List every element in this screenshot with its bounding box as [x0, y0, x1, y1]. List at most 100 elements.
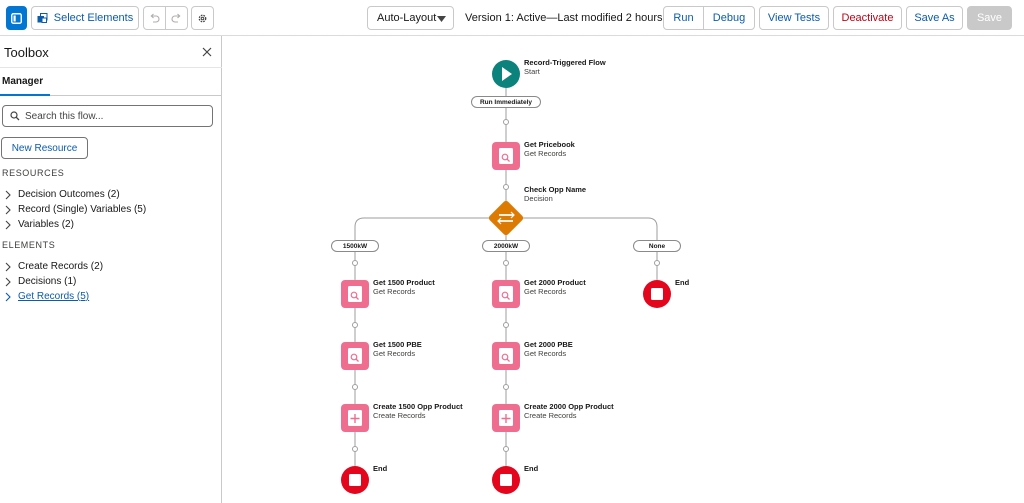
end-node-col3[interactable] — [643, 280, 671, 308]
run-immediately-pill[interactable]: Run Immediately — [471, 96, 541, 108]
node-subtitle: Get Records — [524, 287, 567, 296]
deactivate-button[interactable]: Deactivate — [833, 6, 902, 30]
toolbar: Select Elements Auto-Layout Version 1: A… — [0, 0, 1024, 36]
chevron-right-icon — [5, 190, 11, 199]
tree-item-label: Create Records (2) — [18, 261, 104, 272]
elements-heading: ELEMENTS — [2, 240, 56, 250]
toggle-toolbox-button[interactable] — [6, 6, 27, 30]
tree-item-label: Variables (2) — [18, 219, 74, 230]
save-as-label: Save As — [914, 12, 955, 24]
node-subtitle: Create Records — [373, 411, 426, 420]
node-subtitle: Decision — [524, 194, 553, 203]
version-status-text: Version 1: Active—Last modified 2 hours … — [465, 12, 684, 24]
create-2000-opp-product-node[interactable] — [492, 404, 520, 432]
get-1500-pbe-node[interactable] — [341, 342, 369, 370]
node-title: End — [373, 464, 388, 473]
redo-button[interactable] — [165, 6, 188, 30]
node-subtitle: Get Records — [373, 287, 416, 296]
node-subtitle: Create Records — [524, 411, 577, 420]
start-node[interactable] — [492, 60, 520, 88]
decision-label: Check Opp Name Decision — [524, 185, 586, 203]
end-col3-label: End — [675, 278, 689, 287]
get-pricebook-label: Get Pricebook Get Records — [524, 140, 575, 158]
tree-item-label: Decision Outcomes (2) — [18, 189, 120, 200]
end-col1-label: End — [373, 464, 387, 473]
select-elements-icon — [37, 12, 48, 23]
undo-icon — [150, 13, 160, 23]
node-subtitle: Get Records — [373, 349, 416, 358]
node-subtitle: Get Records — [524, 349, 567, 358]
node-subtitle: Start — [524, 67, 540, 76]
end-col2-label: End — [524, 464, 538, 473]
flow-canvas[interactable]: Run Immediately 1500kW 2000kW None Recor… — [223, 36, 1024, 503]
node-title: Get 2000 PBE — [524, 340, 573, 349]
get-1500-product-node[interactable] — [341, 280, 369, 308]
gear-icon — [198, 14, 207, 22]
node-title: End — [524, 464, 539, 473]
view-tests-button[interactable]: View Tests — [759, 6, 829, 30]
start-node-label: Record-Triggered Flow Start — [524, 58, 606, 76]
tree-item-label: Decisions (1) — [18, 276, 77, 287]
layout-select[interactable]: Auto-Layout — [367, 6, 454, 30]
node-title: Create 2000 Opp Product — [524, 402, 614, 411]
select-elements-button[interactable]: Select Elements — [31, 6, 139, 30]
save-label: Save — [976, 12, 1003, 24]
panel-left-icon — [11, 12, 22, 24]
tree-item-label: Get Records (5) — [18, 291, 90, 302]
run-label: Run — [673, 12, 694, 24]
outcome-pill-2000kw[interactable]: 2000kW — [482, 240, 530, 252]
node-title: End — [675, 278, 690, 287]
redo-icon — [171, 13, 181, 23]
run-button[interactable]: Run — [663, 6, 704, 30]
save-as-button[interactable]: Save As — [906, 6, 963, 30]
tree-item-variables[interactable]: Variables (2) — [4, 218, 74, 231]
chevron-down-icon — [437, 16, 446, 22]
tree-item-get-records[interactable]: Get Records (5) — [4, 290, 89, 303]
save-button[interactable]: Save — [967, 6, 1012, 30]
create-2000-opp-product-label: Create 2000 Opp Product Create Records — [524, 402, 614, 420]
node-title: Get Pricebook — [524, 140, 575, 149]
node-title: Get 2000 Product — [524, 278, 586, 287]
chevron-right-icon — [5, 220, 11, 229]
end-node-col1[interactable] — [341, 466, 369, 494]
tree-item-create-records[interactable]: Create Records (2) — [4, 260, 103, 273]
tree-item-record-variables[interactable]: Record (Single) Variables (5) — [4, 203, 146, 216]
outcome-pill-none[interactable]: None — [633, 240, 681, 252]
get-pricebook-node[interactable] — [492, 142, 520, 170]
node-title: Check Opp Name — [524, 185, 587, 194]
chevron-right-icon — [5, 292, 11, 301]
get-1500-product-label: Get 1500 Product Get Records — [373, 278, 435, 296]
outcome-pill-1500kw[interactable]: 1500kW — [331, 240, 379, 252]
toolbox-title: Toolbox — [4, 45, 49, 60]
settings-button[interactable] — [191, 6, 214, 30]
close-icon[interactable] — [201, 46, 213, 58]
node-title: Create 1500 Opp Product — [373, 402, 463, 411]
node-title: Get 1500 Product — [373, 278, 435, 287]
search-icon — [10, 111, 20, 121]
resources-heading: RESOURCES — [2, 168, 65, 178]
chevron-right-icon — [5, 262, 11, 271]
tree-item-decision-outcomes[interactable]: Decision Outcomes (2) — [4, 188, 120, 201]
chevron-right-icon — [5, 205, 11, 214]
new-resource-button[interactable]: New Resource — [1, 137, 88, 159]
decision-node[interactable] — [488, 200, 525, 237]
node-subtitle: Get Records — [524, 149, 567, 158]
select-elements-label: Select Elements — [53, 12, 134, 24]
get-1500-pbe-label: Get 1500 PBE Get Records — [373, 340, 422, 358]
tree-item-decisions[interactable]: Decisions (1) — [4, 275, 76, 288]
undo-button[interactable] — [143, 6, 166, 30]
debug-label: Debug — [712, 12, 746, 24]
create-1500-opp-product-label: Create 1500 Opp Product Create Records — [373, 402, 463, 420]
search-field[interactable] — [2, 105, 213, 127]
deactivate-label: Deactivate — [841, 12, 894, 24]
tab-manager[interactable]: Manager — [2, 76, 44, 87]
get-2000-product-node[interactable] — [492, 280, 520, 308]
create-1500-opp-product-node[interactable] — [341, 404, 369, 432]
end-node-col2[interactable] — [492, 466, 520, 494]
search-input[interactable] — [25, 109, 205, 123]
get-2000-pbe-node[interactable] — [492, 342, 520, 370]
layout-select-value: Auto-Layout — [377, 12, 437, 24]
tree-item-label: Record (Single) Variables (5) — [18, 204, 147, 215]
get-2000-product-label: Get 2000 Product Get Records — [524, 278, 586, 296]
debug-button[interactable]: Debug — [703, 6, 755, 30]
